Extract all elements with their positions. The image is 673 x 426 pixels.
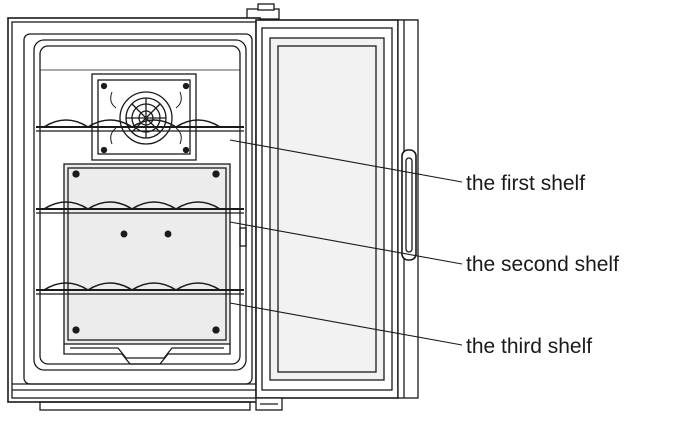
leader-lines [229, 139, 463, 346]
label-second-shelf: the second shelf [466, 253, 619, 276]
bottom-tray [63, 344, 231, 365]
fan-module [91, 73, 197, 161]
open-door [255, 19, 419, 399]
leader-line-third-shelf [229, 302, 463, 346]
top-hinge [246, 3, 280, 20]
door-handle [401, 149, 417, 261]
shelf-2 [36, 201, 244, 214]
side-bracket [239, 227, 247, 247]
leader-line-second-shelf [229, 221, 463, 265]
leader-line-first-shelf [229, 139, 463, 183]
label-third-shelf: the third shelf [466, 335, 593, 358]
back-panel [63, 163, 231, 345]
bottom-hinge [39, 397, 283, 411]
shelf-3 [36, 282, 244, 295]
label-first-shelf: the first shelf [466, 172, 586, 195]
shelf-1 [36, 119, 244, 132]
